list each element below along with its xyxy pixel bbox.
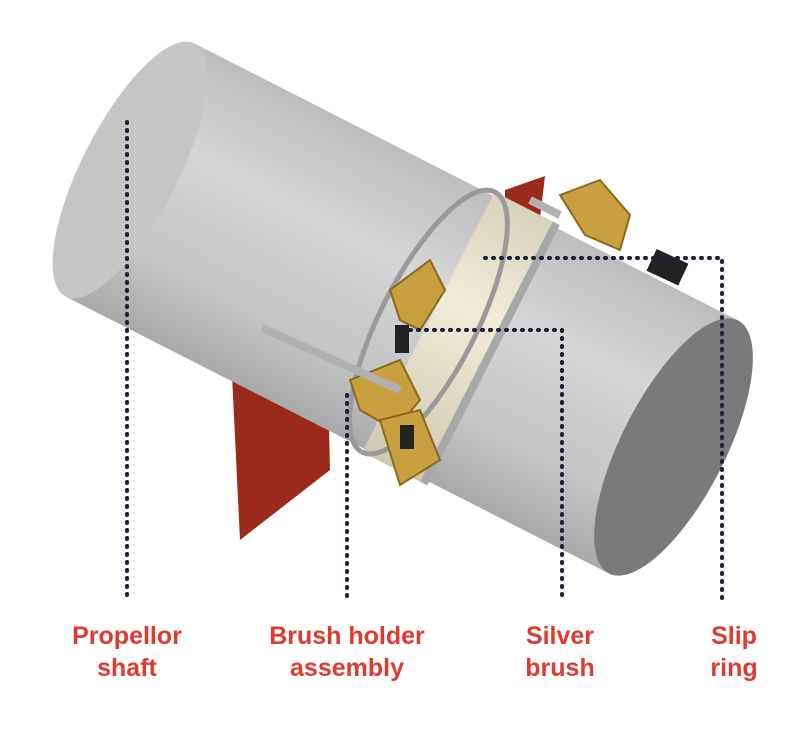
label-line-2: assembly: [290, 654, 404, 682]
label-line-1: Brush holder: [269, 622, 425, 650]
label-line-1: Silver: [525, 622, 595, 650]
silver-brush: [395, 248, 689, 449]
label-propellor-shaft: Propellor shaft: [27, 620, 227, 684]
label-line-2: brush: [525, 654, 595, 682]
label-line-1: Propellor: [72, 622, 182, 650]
label-slip-ring: Slip ring: [634, 620, 800, 684]
leader-line-silver-brush: [408, 328, 564, 604]
label-silver-brush: Silver brush: [460, 620, 660, 684]
leader-line-slip-ring: [483, 256, 724, 607]
label-line-2: ring: [710, 654, 758, 682]
label-line-1: Slip: [711, 622, 757, 650]
label-line-2: shaft: [97, 654, 157, 682]
label-brush-holder-assembly: Brush holder assembly: [247, 620, 447, 684]
mounting-rod: [260, 324, 402, 394]
brush-holder-assembly: [348, 178, 632, 487]
